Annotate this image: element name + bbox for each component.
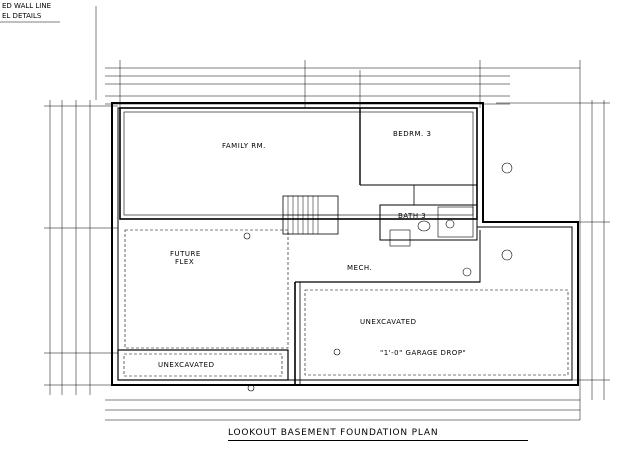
title-underline xyxy=(228,440,528,441)
future-flex-label-line1: FUTURE xyxy=(170,250,201,258)
family-room-label: FAMILY RM. xyxy=(222,142,266,150)
garage-drop-note: "1'-0" GARAGE DROP" xyxy=(380,349,467,357)
corner-note-2: EL DETAILS xyxy=(2,12,42,20)
unexcavated-lower-label: UNEXCAVATED xyxy=(158,361,215,369)
plan-title: LOOKOUT BASEMENT FOUNDATION PLAN xyxy=(228,428,439,438)
bedroom-3-label: BEDRM. 3 xyxy=(393,130,432,138)
corner-note-1: ED WALL LINE xyxy=(2,2,52,10)
bath-3-label: BATH 3 xyxy=(398,212,427,220)
mech-label: MECH. xyxy=(347,264,373,272)
future-flex-label-line2: FLEX xyxy=(175,258,195,266)
unexcavated-main-label: UNEXCAVATED xyxy=(360,318,417,326)
